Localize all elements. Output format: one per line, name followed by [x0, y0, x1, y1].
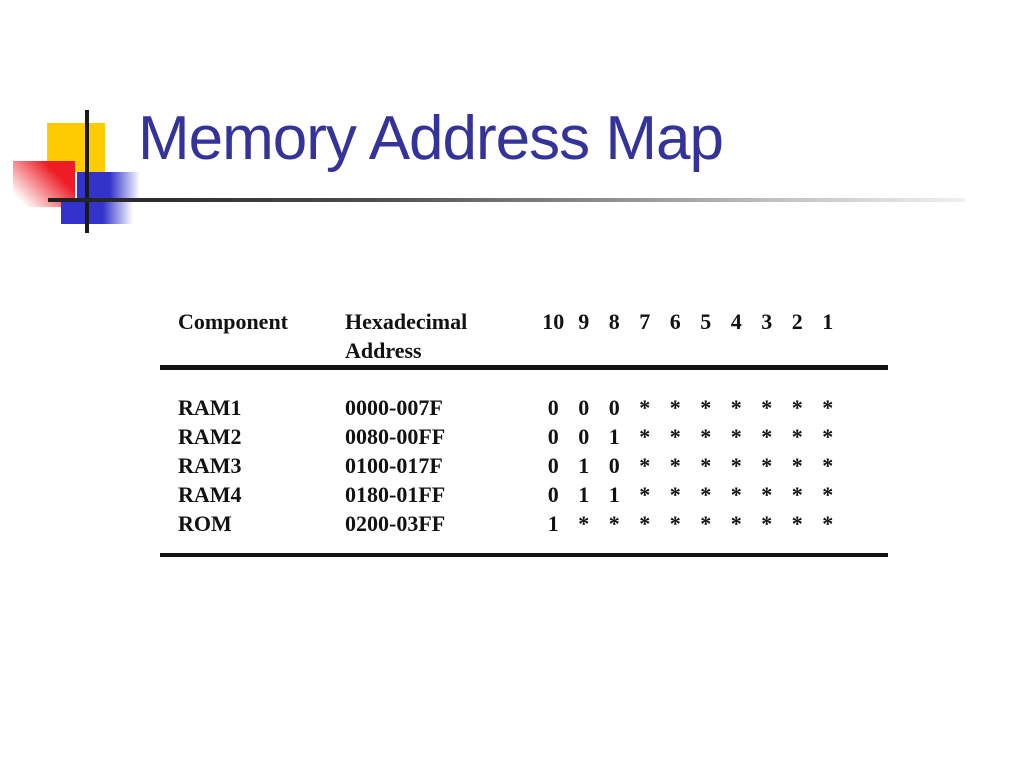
- bit-cell: *: [669, 395, 681, 420]
- bit-cell: 0: [608, 453, 620, 478]
- bit-cell: *: [761, 395, 773, 420]
- bit-cell: 0: [578, 395, 590, 420]
- bit-cell: *: [639, 453, 651, 478]
- table-row-rom: ROM 0200-03FF 1 * * * * * * * * *: [160, 509, 888, 538]
- bit-cell: *: [791, 395, 803, 420]
- bit-cell: *: [639, 424, 651, 449]
- column-header-component: Component: [178, 309, 289, 334]
- component-cell: RAM3: [178, 453, 242, 478]
- bit-cell: 1: [608, 424, 620, 449]
- table-row-ram3: RAM3 0100-017F 0 1 0 * * * * * * *: [160, 451, 888, 480]
- hex-address-cell: 0100-017F: [345, 453, 443, 478]
- bit-cell: *: [700, 395, 712, 420]
- bit-cell: *: [822, 482, 834, 507]
- bit-cell: *: [761, 453, 773, 478]
- bit-column-label: 9: [578, 309, 590, 334]
- table-header-rule: [160, 365, 888, 370]
- bit-cells: 1 * * * * * * * * *: [538, 509, 843, 538]
- bit-cells: 0 1 1 * * * * * * *: [538, 480, 843, 509]
- bit-cell: *: [791, 511, 803, 536]
- bit-cell: *: [700, 482, 712, 507]
- hex-address-cell: 0000-007F: [345, 395, 443, 420]
- bit-cell: *: [791, 482, 803, 507]
- bit-cell: *: [700, 453, 712, 478]
- bit-cell: 0: [547, 395, 559, 420]
- hex-address-cell: 0180-01FF: [345, 482, 446, 507]
- bit-cell: *: [761, 424, 773, 449]
- bit-cell: *: [822, 395, 834, 420]
- bit-cell: *: [822, 511, 834, 536]
- bit-cell: *: [669, 511, 681, 536]
- bit-cell: *: [700, 511, 712, 536]
- bit-column-label: 4: [730, 309, 742, 334]
- bit-cell: *: [822, 424, 834, 449]
- bit-cell: 0: [547, 424, 559, 449]
- bit-cell: *: [700, 424, 712, 449]
- hex-address-cell: 0080-00FF: [345, 424, 446, 449]
- bit-column-label: 1: [822, 309, 834, 334]
- bit-column-label: 7: [639, 309, 651, 334]
- bit-cell: *: [730, 453, 742, 478]
- component-cell: RAM4: [178, 482, 242, 507]
- bit-column-label: 3: [761, 309, 773, 334]
- bit-cell: 0: [608, 395, 620, 420]
- bit-cell: *: [608, 511, 620, 536]
- vertical-line-decoration: [85, 110, 89, 233]
- bit-cells: 0 1 0 * * * * * * *: [538, 451, 843, 480]
- bit-cell: *: [730, 395, 742, 420]
- bit-cell: 0: [547, 453, 559, 478]
- table-row-ram4: RAM4 0180-01FF 0 1 1 * * * * * * *: [160, 480, 888, 509]
- bit-cell: *: [730, 424, 742, 449]
- bit-cell: 1: [608, 482, 620, 507]
- bit-column-label: 8: [608, 309, 620, 334]
- memory-address-table: Component Hexadecimal Address 10 9 8 7 6…: [160, 285, 888, 570]
- bit-cell: 1: [578, 482, 590, 507]
- bit-cells: 0 0 1 * * * * * * *: [538, 422, 843, 451]
- bit-cell: *: [822, 453, 834, 478]
- title-underline-rule: [48, 198, 965, 202]
- column-header-hexadecimal-address: Hexadecimal Address: [345, 309, 468, 363]
- bit-cells: 0 0 0 * * * * * * *: [538, 393, 843, 422]
- bit-cell: 0: [578, 424, 590, 449]
- bit-cell: *: [578, 511, 590, 536]
- bit-cell: *: [639, 511, 651, 536]
- slide-title: Memory Address Map: [138, 104, 724, 173]
- bit-cell: *: [669, 424, 681, 449]
- table-row-ram1: RAM1 0000-007F 0 0 0 * * * * * * *: [160, 393, 888, 422]
- component-cell: ROM: [178, 511, 232, 536]
- bit-column-label: 10: [542, 309, 565, 334]
- bit-cell: *: [730, 482, 742, 507]
- component-cell: RAM2: [178, 424, 242, 449]
- bit-column-label: 6: [669, 309, 681, 334]
- bit-cell: 1: [578, 453, 590, 478]
- bit-cell: 1: [547, 511, 559, 536]
- bit-cell: *: [669, 482, 681, 507]
- bit-cell: *: [791, 453, 803, 478]
- hex-address-cell: 0200-03FF: [345, 511, 446, 536]
- component-cell: RAM1: [178, 395, 242, 420]
- bit-cell: *: [761, 511, 773, 536]
- bit-cell: *: [761, 482, 773, 507]
- bit-column-headers: 10 9 8 7 6 5 4 3 2 1: [538, 307, 843, 336]
- bit-cell: 0: [547, 482, 559, 507]
- bit-cell: *: [730, 511, 742, 536]
- bit-cell: *: [639, 395, 651, 420]
- bit-column-label: 5: [700, 309, 712, 334]
- bit-cell: *: [639, 482, 651, 507]
- table-bottom-rule: [160, 553, 888, 557]
- bit-cell: *: [669, 453, 681, 478]
- bit-cell: *: [791, 424, 803, 449]
- blue-square-bottom-decoration: [61, 200, 133, 224]
- table-row-ram2: RAM2 0080-00FF 0 0 1 * * * * * * *: [160, 422, 888, 451]
- bit-column-label: 2: [791, 309, 803, 334]
